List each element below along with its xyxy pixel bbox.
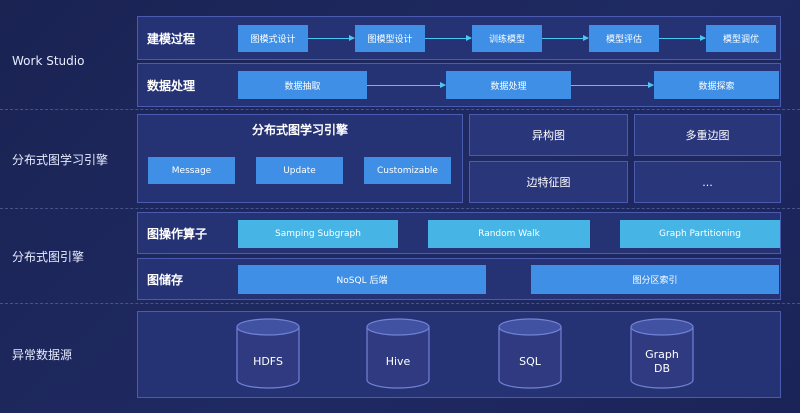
operators-title: 图操作算子 bbox=[147, 226, 208, 241]
storage-item[interactable]: 图分区索引 bbox=[531, 265, 779, 294]
modeling-step[interactable]: 图模型设计 bbox=[355, 25, 425, 52]
learning-engine-item[interactable]: Update bbox=[256, 157, 343, 184]
data-processing-step[interactable]: 数据抽取 bbox=[238, 71, 367, 99]
row-separator bbox=[0, 208, 800, 209]
graph-type-multi-edge[interactable]: 多重边图 bbox=[634, 114, 781, 156]
graph-type-more[interactable]: ... bbox=[634, 161, 781, 203]
modeling-title: 建模过程 bbox=[147, 31, 196, 46]
flow-arrow bbox=[308, 35, 355, 41]
row-label-graph-learning: 分布式图学习引擎 bbox=[12, 152, 109, 167]
storage-title: 图储存 bbox=[147, 272, 184, 287]
database-icon bbox=[366, 318, 430, 389]
flow-arrow bbox=[571, 82, 654, 88]
flow-arrow bbox=[659, 35, 706, 41]
flow-arrow bbox=[367, 82, 446, 88]
database-label: Hive bbox=[385, 355, 411, 368]
modeling-step[interactable]: 训练模型 bbox=[472, 25, 542, 52]
row-separator bbox=[0, 109, 800, 110]
learning-engine-item[interactable]: Message bbox=[148, 157, 235, 184]
row-label-graph-engine: 分布式图引擎 bbox=[12, 249, 85, 264]
learning-engine-item[interactable]: Customizable bbox=[364, 157, 451, 184]
database-icon bbox=[498, 318, 562, 389]
database-cylinder-hive[interactable]: Hive bbox=[366, 318, 430, 390]
row-label-work-studio: Work Studio bbox=[12, 54, 85, 68]
database-label: SQL bbox=[519, 355, 541, 368]
graph-type-edge-feature[interactable]: 边特征图 bbox=[469, 161, 628, 203]
database-icon bbox=[236, 318, 300, 389]
database-cylinder-hdfs[interactable]: HDFS bbox=[236, 318, 300, 390]
database-cylinder-graphdb[interactable]: Graph DB bbox=[630, 318, 694, 390]
operator-item[interactable]: Random Walk bbox=[428, 220, 590, 248]
learning-engine-title: 分布式图学习引擎 bbox=[251, 122, 348, 137]
database-cylinder-sql[interactable]: SQL bbox=[498, 318, 562, 390]
graph-type-heterogeneous[interactable]: 异构图 bbox=[469, 114, 628, 156]
flow-arrow bbox=[542, 35, 589, 41]
modeling-step[interactable]: 图模式设计 bbox=[238, 25, 308, 52]
modeling-step[interactable]: 模型调优 bbox=[706, 25, 776, 52]
row-separator bbox=[0, 303, 800, 304]
modeling-step[interactable]: 模型评估 bbox=[589, 25, 659, 52]
flow-arrow bbox=[425, 35, 472, 41]
database-icon bbox=[630, 318, 694, 389]
database-label: Graph DB bbox=[645, 348, 679, 375]
row-label-data-sources: 异常数据源 bbox=[12, 347, 73, 362]
database-label: HDFS bbox=[253, 355, 283, 368]
operator-item[interactable]: Samping Subgraph bbox=[238, 220, 398, 248]
data-processing-step[interactable]: 数据处理 bbox=[446, 71, 571, 99]
operator-item[interactable]: Graph Partitioning bbox=[620, 220, 780, 248]
data-processing-title: 数据处理 bbox=[147, 78, 196, 93]
storage-item[interactable]: NoSQL 后端 bbox=[238, 265, 486, 294]
data-processing-step[interactable]: 数据探索 bbox=[654, 71, 779, 99]
